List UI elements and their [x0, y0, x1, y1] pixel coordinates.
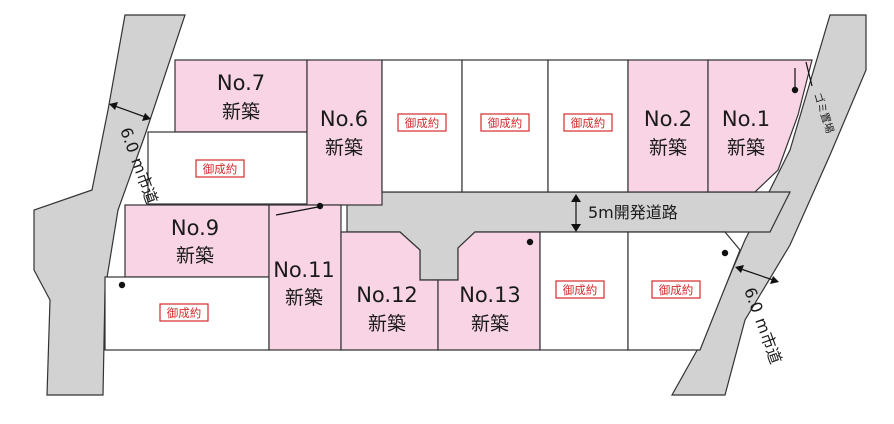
- left-city-road: [33, 14, 186, 396]
- svg-text:市道: 市道: [757, 330, 786, 367]
- svg-text:御成約: 御成約: [405, 116, 440, 130]
- entrance-dot-no1: [791, 86, 799, 94]
- entrance-dot-west: [118, 281, 126, 289]
- garbage-pointer-line: [805, 61, 813, 87]
- entrance-dot-no13: [526, 238, 534, 246]
- lot-no6-name: No.6: [320, 107, 368, 131]
- lot-no6[interactable]: [306, 59, 383, 206]
- lot-no7-status: 新築: [222, 101, 260, 123]
- lot-no12-name: No.12: [356, 283, 418, 307]
- sold-badge-d: 御成約: [563, 113, 613, 132]
- svg-text:御成約: 御成約: [659, 283, 694, 297]
- lot-no1-name: No.1: [722, 107, 770, 131]
- left-road-label: 6.0 m 市道: [116, 125, 161, 207]
- lot-no11-status: 新築: [285, 287, 323, 309]
- sold-badge-c: 御成約: [480, 113, 530, 132]
- svg-text:御成約: 御成約: [167, 306, 202, 320]
- lot-no6-status: 新築: [325, 137, 363, 159]
- lot-no11-name: No.11: [273, 258, 335, 282]
- sold-badge-a: 御成約: [195, 159, 245, 178]
- lot-no2-status: 新築: [649, 137, 687, 159]
- lot-no12[interactable]: [340, 231, 439, 351]
- svg-text:御成約: 御成約: [563, 283, 598, 297]
- sold-badge-g: 御成約: [651, 280, 701, 299]
- lot-no9-status: 新築: [176, 245, 214, 267]
- lot-no13[interactable]: [437, 231, 541, 351]
- dev-road-label: 5m開発道路: [588, 203, 678, 222]
- entrance-line-no11: [275, 206, 319, 216]
- svg-text:御成約: 御成約: [571, 116, 606, 130]
- lot-no1[interactable]: [707, 59, 813, 193]
- lot-no12-status: 新築: [368, 313, 406, 335]
- lot-no7-name: No.7: [217, 71, 265, 95]
- sold-badge-f: 御成約: [555, 280, 605, 299]
- lot-no13-status: 新築: [471, 313, 509, 335]
- dev-road-dimension: [571, 194, 581, 232]
- svg-text:m: m: [127, 155, 150, 176]
- entrance-dot-no11: [316, 202, 324, 210]
- lot-no13-name: No.13: [459, 283, 521, 307]
- lot-no11[interactable]: [268, 204, 342, 351]
- svg-text:御成約: 御成約: [488, 116, 523, 130]
- sold-badge-b: 御成約: [397, 113, 447, 132]
- lot-no2-name: No.2: [644, 107, 692, 131]
- svg-text:m: m: [751, 315, 774, 336]
- svg-text:御成約: 御成約: [203, 162, 238, 176]
- left-road-dimension: [109, 102, 151, 121]
- entrance-dot-east: [721, 249, 729, 257]
- right-road-label: 6.0 m 市道: [740, 285, 785, 367]
- lot-no2[interactable]: [627, 59, 709, 193]
- sold-badge-e: 御成約: [159, 303, 209, 322]
- lot-no1-status: 新築: [727, 137, 765, 159]
- right-road-dimension: [735, 265, 779, 284]
- lot-no9-name: No.9: [171, 216, 219, 240]
